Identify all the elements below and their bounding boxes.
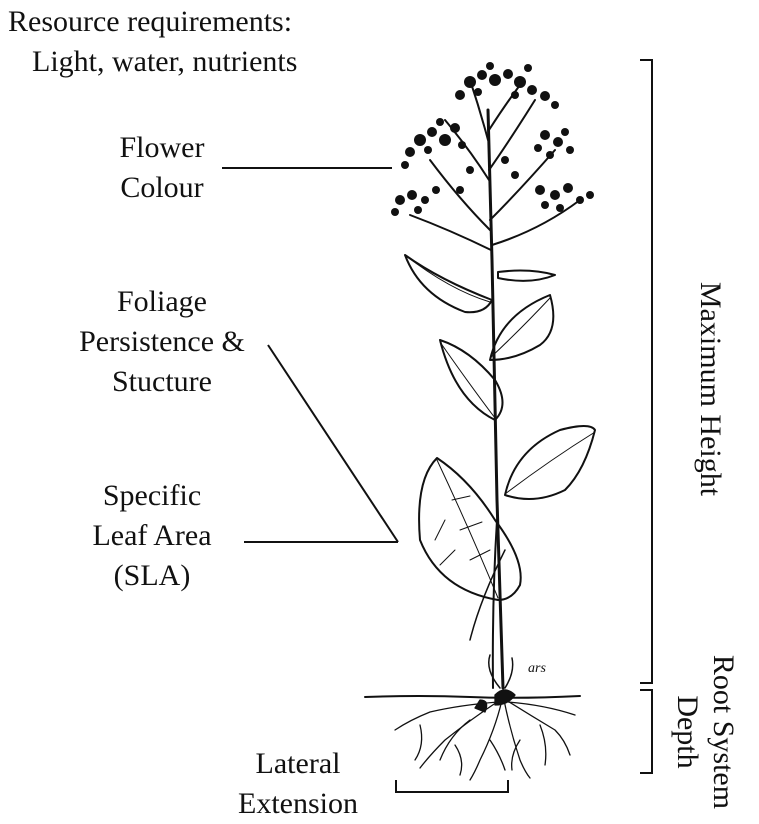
root-system <box>395 690 575 780</box>
lateral-line-2: Extension <box>208 784 388 824</box>
flower-cluster <box>391 62 594 216</box>
resource-line-1: Resource requirements: <box>8 2 297 42</box>
leaf <box>419 458 521 600</box>
root-system-depth-label: Root System Depth <box>669 642 741 822</box>
resource-line-2: Light, water, nutrients <box>8 42 297 82</box>
foliage-line-3: Stucture <box>52 362 272 402</box>
artist-initials: ars <box>528 661 546 676</box>
root-depth-bracket <box>640 690 652 773</box>
leaf <box>505 426 595 499</box>
flower-line-2: Colour <box>92 168 232 208</box>
leaf <box>498 271 555 281</box>
lateral-extension-bracket <box>396 780 508 792</box>
max-height-label: Maximum Height <box>693 274 727 504</box>
lateral-extension-label: Lateral Extension <box>208 744 388 824</box>
lateral-line-1: Lateral <box>208 744 388 784</box>
flower-colour-label: Flower Colour <box>92 128 232 208</box>
foliage-label: Foliage Persistence & Stucture <box>52 282 272 402</box>
flower-line-1: Flower <box>92 128 232 168</box>
root-line-2: Depth <box>669 642 705 822</box>
sla-line-1: Specific <box>62 476 242 516</box>
resource-requirements-label: Resource requirements: Light, water, nut… <box>8 2 297 82</box>
foliage-leader-line <box>268 345 398 542</box>
sla-label: Specific Leaf Area (SLA) <box>62 476 242 596</box>
sla-line-2: Leaf Area <box>62 516 242 556</box>
max-height-bracket <box>640 60 652 683</box>
sla-line-3: (SLA) <box>62 556 242 596</box>
plant-illustration <box>365 62 595 780</box>
foliage-line-2: Persistence & <box>52 322 272 362</box>
root-line-1: Root System <box>705 642 741 822</box>
foliage-line-1: Foliage <box>52 282 272 322</box>
